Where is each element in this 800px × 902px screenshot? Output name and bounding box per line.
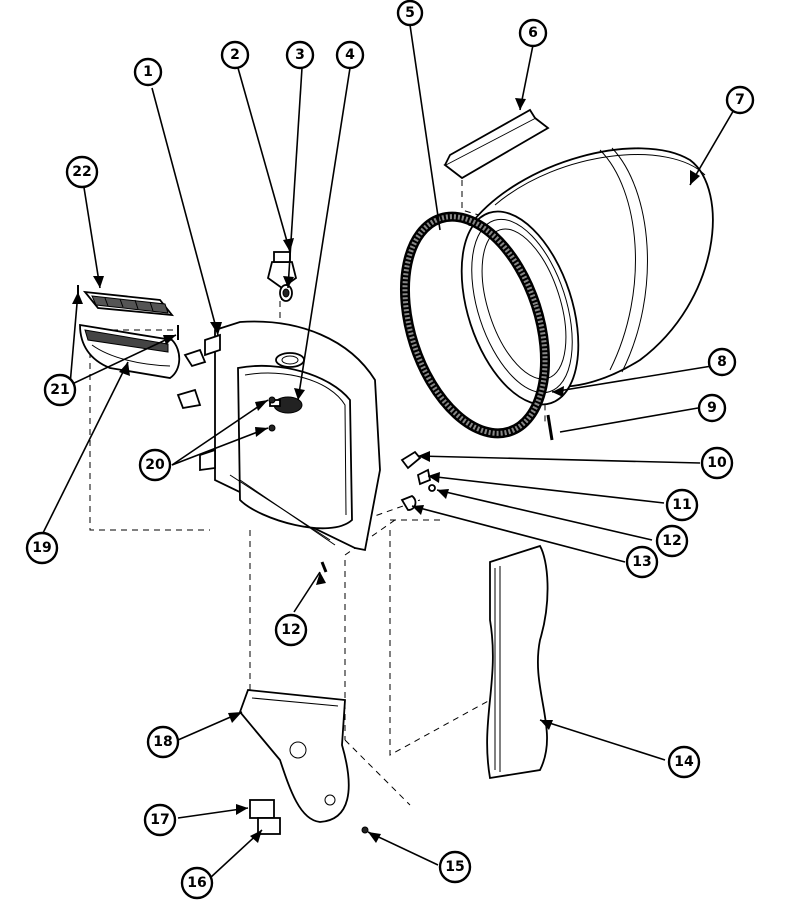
svg-text:19: 19 [32, 540, 51, 556]
callout-4: 4 [335, 40, 365, 70]
callouts: 1 2 3 4 5 6 7 8 9 10 11 12 13 12 14 15 1… [25, 0, 755, 900]
screw-15 [361, 826, 369, 834]
baffle [443, 108, 550, 180]
callout-21: 21 [43, 373, 77, 407]
callout-15: 15 [438, 850, 472, 884]
duct-panel [486, 544, 549, 780]
svg-text:22: 22 [72, 164, 91, 180]
callout-5: 5 [396, 0, 424, 27]
svg-text:5: 5 [405, 5, 415, 21]
callout-11: 11 [665, 488, 699, 522]
pads-16-17 [249, 799, 281, 835]
svg-text:13: 13 [632, 554, 651, 570]
svg-text:14: 14 [674, 754, 694, 770]
screw-9 [546, 414, 554, 441]
svg-text:20: 20 [145, 457, 165, 473]
front-bulkhead [199, 320, 381, 552]
callout-14: 14 [667, 745, 701, 779]
svg-text:15: 15 [445, 859, 464, 875]
svg-text:11: 11 [672, 497, 691, 513]
small-parts-10-13 [320, 450, 436, 573]
screws-20 [268, 396, 276, 432]
lint-housing [79, 323, 181, 379]
svg-text:17: 17 [150, 812, 169, 828]
svg-text:16: 16 [187, 875, 206, 891]
callout-9: 9 [697, 393, 727, 423]
svg-text:21: 21 [50, 382, 69, 398]
callout-8: 8 [707, 347, 737, 377]
svg-text:3: 3 [295, 47, 305, 63]
svg-text:10: 10 [707, 455, 727, 471]
callout-17: 17 [143, 803, 177, 837]
drum [460, 147, 714, 406]
callout-12b: 12 [274, 613, 308, 647]
callout-2: 2 [220, 40, 250, 70]
lower-duct [238, 689, 350, 823]
callout-1: 1 [133, 57, 163, 87]
callout-3: 3 [285, 40, 315, 70]
svg-text:2: 2 [230, 47, 240, 63]
callout-7: 7 [725, 85, 755, 115]
grommet [279, 284, 293, 302]
callout-20: 20 [138, 448, 172, 482]
svg-text:18: 18 [153, 734, 172, 750]
callout-12a: 12 [655, 524, 689, 558]
callout-6: 6 [518, 18, 548, 48]
svg-text:6: 6 [528, 25, 538, 41]
lint-screen [82, 290, 175, 317]
svg-text:12: 12 [662, 533, 681, 549]
svg-text:7: 7 [735, 92, 745, 108]
arrow-heads [72, 98, 700, 843]
callout-22: 22 [65, 155, 99, 189]
svg-text:4: 4 [345, 47, 355, 63]
callout-13: 13 [625, 545, 659, 579]
svg-text:1: 1 [143, 64, 153, 80]
svg-text:12: 12 [281, 622, 300, 638]
callout-16: 16 [180, 866, 214, 900]
thermostat [269, 396, 303, 414]
callout-10: 10 [700, 446, 734, 480]
door-switch-brackets [176, 348, 207, 410]
svg-text:8: 8 [717, 354, 727, 370]
callout-18: 18 [146, 725, 180, 759]
callout-19: 19 [25, 531, 59, 565]
svg-text:9: 9 [707, 400, 717, 416]
drum-seal [399, 211, 551, 439]
